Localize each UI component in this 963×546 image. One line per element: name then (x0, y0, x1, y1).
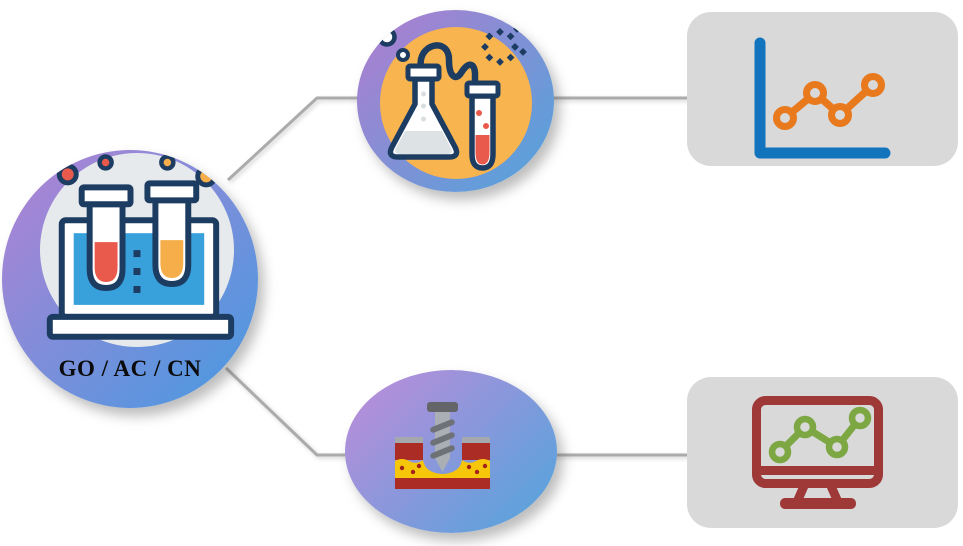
test-tubes-tank-icon (46, 154, 235, 340)
connector-source-to-top (226, 96, 362, 182)
bottom-branch-node (345, 370, 557, 533)
source-node-label: GO / AC / CN (58, 356, 202, 381)
top-result-card (687, 12, 958, 166)
chemistry-flask-icon (377, 25, 527, 171)
connector-source-to-bottom (224, 366, 350, 457)
screw-implant-icon (395, 402, 490, 489)
soil-dots (399, 463, 488, 475)
bottom-result-card (687, 377, 958, 528)
dotted-ring (481, 25, 527, 66)
line-chart-icon (754, 37, 891, 159)
top-branch-node (357, 10, 554, 192)
source-node: GO / AC / CN (2, 150, 258, 408)
monitor-chart-icon (752, 396, 883, 509)
